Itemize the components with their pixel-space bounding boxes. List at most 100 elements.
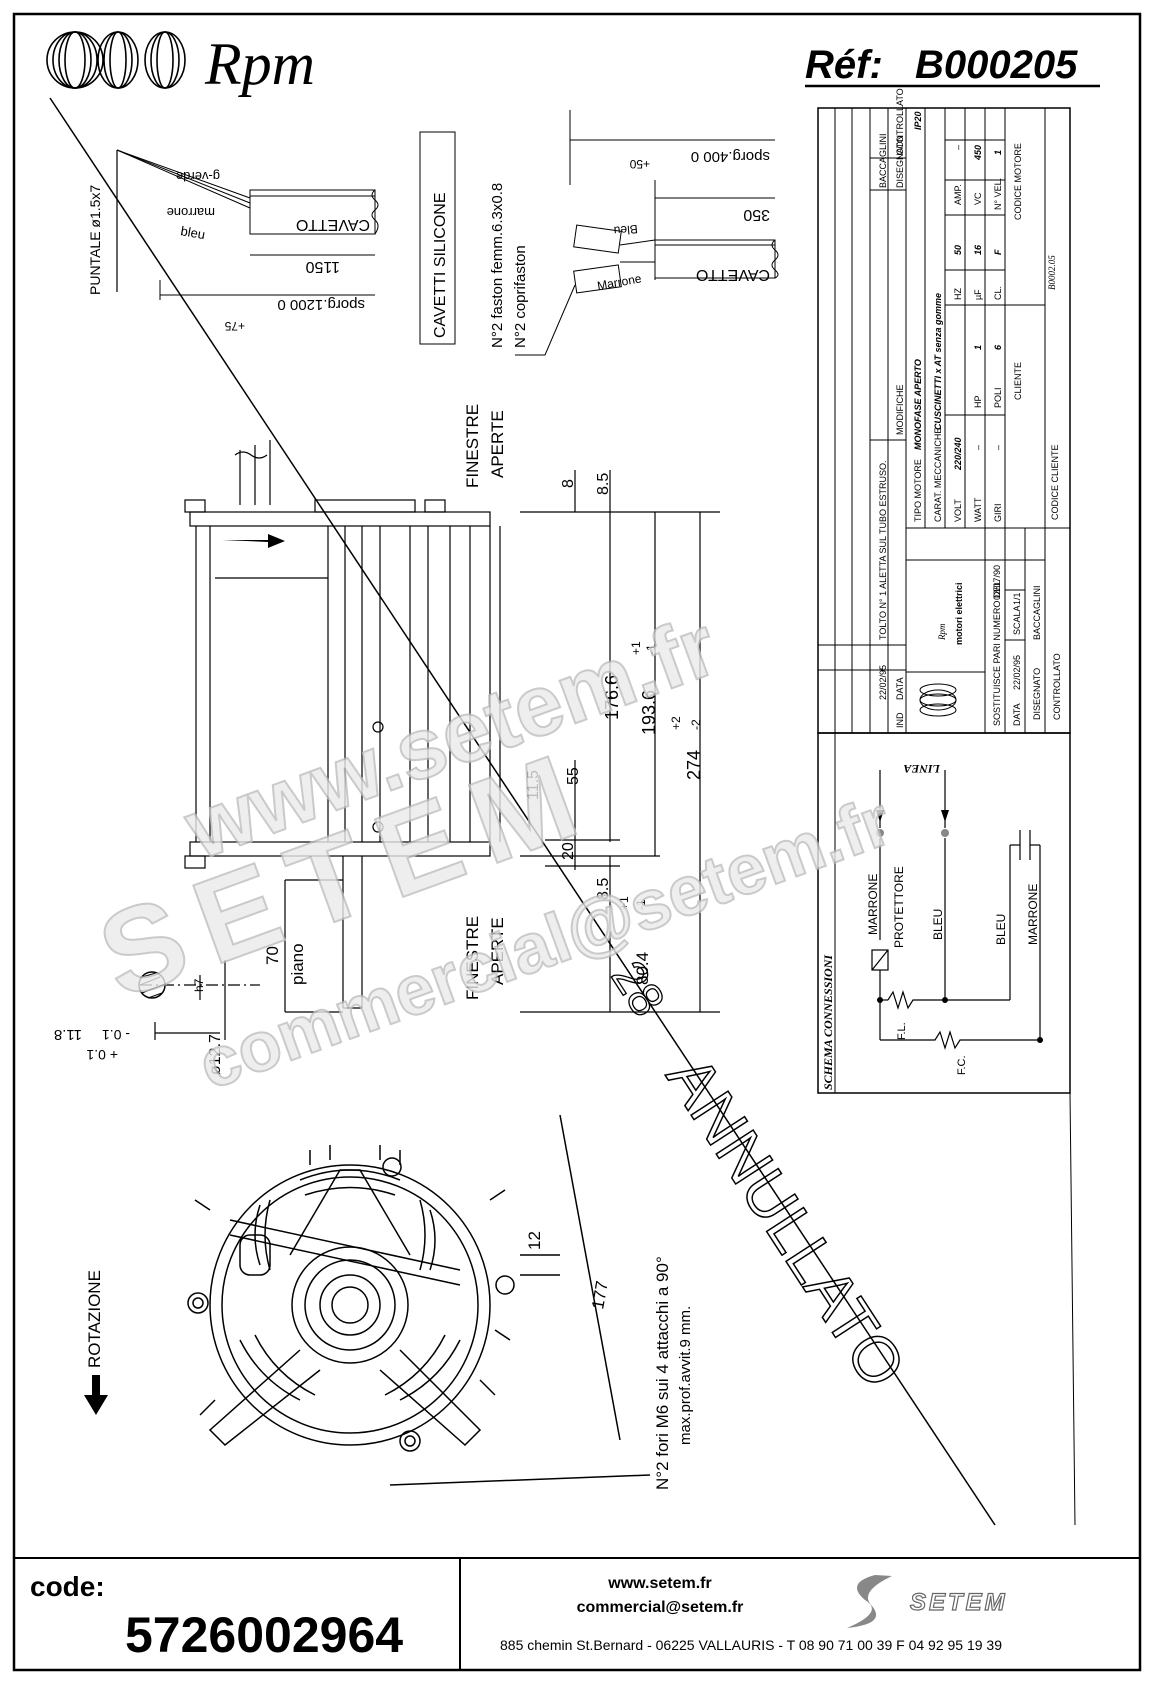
footer-email: commercial@setem.fr bbox=[577, 1599, 744, 1616]
dim-80-4: 80.4 bbox=[633, 952, 652, 985]
tb-brand-sub: motori elettrici bbox=[954, 582, 964, 645]
footer-web: www.setem.fr bbox=[607, 1575, 711, 1592]
rev-text: TOLTO N° 1 ALETTA SUL TUBO ESTRUSO. bbox=[878, 461, 888, 640]
cl-label: CL. bbox=[993, 286, 1003, 300]
codice-cliente-label: CODICE CLIENTE bbox=[1050, 444, 1060, 520]
dim-80-tol-p: +1 bbox=[617, 896, 631, 910]
wiring-schema: SCHEMA CONNESSIONI LINEA bbox=[817, 732, 1071, 1094]
watt-label: WATT bbox=[973, 497, 983, 522]
rev-baccaglini: BACCAGLINI bbox=[878, 133, 888, 188]
finestre-label-bottom: FINESTRE bbox=[463, 916, 482, 1000]
ip-value: IP20 bbox=[913, 111, 923, 130]
rotazione-label: ROTAZIONE bbox=[85, 1270, 104, 1368]
hz-label: HZ bbox=[953, 288, 963, 300]
tb-coil-icon bbox=[919, 683, 957, 717]
dim-sporg-1200: sporg.1200 0 bbox=[277, 296, 365, 313]
brand-text: Rpm bbox=[204, 31, 315, 97]
data-value: 22/02/95 bbox=[1012, 655, 1022, 690]
h7-label: h7 bbox=[192, 978, 206, 992]
cavetti-label: CAVETTI SILICONE bbox=[432, 192, 449, 338]
sporg-400-tol: +50 bbox=[629, 157, 650, 171]
hz-value: 50 bbox=[953, 245, 963, 255]
cl-value: F bbox=[993, 249, 1003, 255]
aperte-label-bottom: APERTE bbox=[488, 917, 507, 985]
poli-label: POLI bbox=[993, 387, 1003, 408]
volt-label: VOLT bbox=[953, 499, 963, 522]
title-block: 22/02/95 TOLTO N° 1 ALETTA SUL TUBO ESTR… bbox=[817, 88, 1071, 734]
sporg-400: sporg.400 0 bbox=[691, 148, 770, 165]
dim-193-tol-m: -1 bbox=[644, 644, 658, 655]
dim-176-6: 176.6 bbox=[602, 675, 622, 720]
linea-label: LINEA bbox=[903, 762, 941, 776]
tipo-motore-label: TIPO MOTORE bbox=[913, 459, 923, 522]
dim-350: 350 bbox=[743, 206, 770, 223]
dim-8-5-bottom: 8.5 bbox=[595, 878, 612, 900]
carat-value: CUSCINETTI x AT senza gomme bbox=[933, 293, 943, 430]
scala-label: SCALA bbox=[1012, 605, 1022, 635]
dim-11-8: 11.8 bbox=[54, 1026, 82, 1043]
rev-data-label: DATA bbox=[895, 677, 905, 700]
cavetti-box bbox=[419, 131, 456, 345]
wire-label-bleu-right: Bleu bbox=[613, 222, 638, 238]
dim-80-tol-m: -1 bbox=[634, 899, 648, 910]
watermark: www.setem.fr SETEM commercial@setem.fr bbox=[82, 596, 902, 1105]
schema-fc: F.C. bbox=[956, 1055, 968, 1075]
dim-8: 8 bbox=[560, 479, 577, 488]
ref-label: Réf: bbox=[805, 43, 883, 87]
dim-274-tol-p: +2 bbox=[669, 716, 683, 730]
wire-label-bleu: bleu bbox=[179, 223, 206, 242]
code-value: 5726002964 bbox=[125, 1607, 403, 1663]
dim-177: 177 bbox=[588, 1279, 612, 1310]
disegnato-label: DISEGNATO bbox=[1032, 668, 1042, 720]
sostituisce-label: SOSTITUISCE PARI NUMERO DEL bbox=[992, 581, 1002, 726]
right-cable-detail: sporg.400 0 +50 350 Bleu Marrone CAVETTO bbox=[515, 110, 779, 356]
rev-modifiche-label: MODIFICHE bbox=[895, 385, 905, 436]
codice-motore-label: CODICE MOTORE bbox=[1013, 143, 1023, 220]
rpm-logo: Rpm bbox=[46, 31, 315, 97]
codice-motore-value: B0002.05 bbox=[1047, 255, 1057, 290]
setem-swirl-icon bbox=[847, 1575, 892, 1628]
motor-front-view bbox=[187, 1114, 651, 1486]
footer: code: 5726002964 www.setem.fr commercial… bbox=[13, 1557, 1140, 1671]
dim-193-6: 193.6 bbox=[639, 690, 659, 735]
faston-note-2: N°2 coprifaston bbox=[512, 245, 529, 348]
ref-value: B000205 bbox=[915, 43, 1078, 87]
scala-value: 1/1 bbox=[1012, 592, 1022, 605]
vc-value: 450 bbox=[973, 145, 983, 161]
coil-logo-icon bbox=[46, 31, 186, 89]
controllato-label: CONTROLLATO bbox=[1052, 653, 1062, 720]
footer-address: 885 chemin St.Bernard - 06225 VALLAURIS … bbox=[500, 1637, 1002, 1653]
piano-label: piano bbox=[288, 943, 307, 985]
direction-arrow-icon bbox=[222, 534, 285, 548]
dim-193-tol-p: +1 bbox=[629, 641, 643, 655]
left-cable-detail: PUNTALE ø1.5x7 g-verde marrone bleu CAVE… bbox=[87, 149, 379, 333]
motor-side-view bbox=[140, 440, 720, 1040]
giri-label: GIRI bbox=[993, 503, 1003, 522]
puntale-label: PUNTALE ø1.5x7 bbox=[87, 185, 103, 295]
carat-label: CARAT. MECCANICHE bbox=[933, 428, 943, 522]
rev-controllato-label: CONTROLLATO bbox=[895, 88, 905, 155]
dim-8-5-top: 8.5 bbox=[595, 473, 612, 495]
finestre-label-top: FINESTRE bbox=[463, 404, 482, 488]
amp-value: – bbox=[953, 145, 963, 150]
cliente-label: CLIENTE bbox=[1013, 362, 1023, 400]
rev-disegnato-label: DISEGNATO bbox=[895, 136, 905, 188]
schema-marrone-2: MARRONE bbox=[1026, 884, 1040, 945]
wire-label-marrone: marrone bbox=[167, 205, 215, 220]
sostituisce-date: 02/07/90 bbox=[992, 565, 1002, 600]
dim-11-5: 11.5 bbox=[525, 770, 542, 800]
poli-value: 6 bbox=[993, 344, 1003, 350]
schema-title: SCHEMA CONNESSIONI bbox=[821, 954, 835, 1090]
hp-label: HP bbox=[973, 395, 983, 408]
rev-ind-label: IND bbox=[895, 712, 905, 728]
cavetto-label-right: CAVETTO bbox=[696, 266, 770, 283]
hp-value: 1 bbox=[973, 345, 983, 350]
schema-bleu-2: BLEU bbox=[994, 914, 1008, 945]
rotation-arrow-icon bbox=[84, 1375, 108, 1415]
tb-brand: Rpm bbox=[937, 623, 947, 641]
dim-70: 70 bbox=[263, 946, 282, 965]
annullato-number: 28 bbox=[601, 952, 675, 1026]
cancel-diagonal-line bbox=[49, 97, 996, 1526]
